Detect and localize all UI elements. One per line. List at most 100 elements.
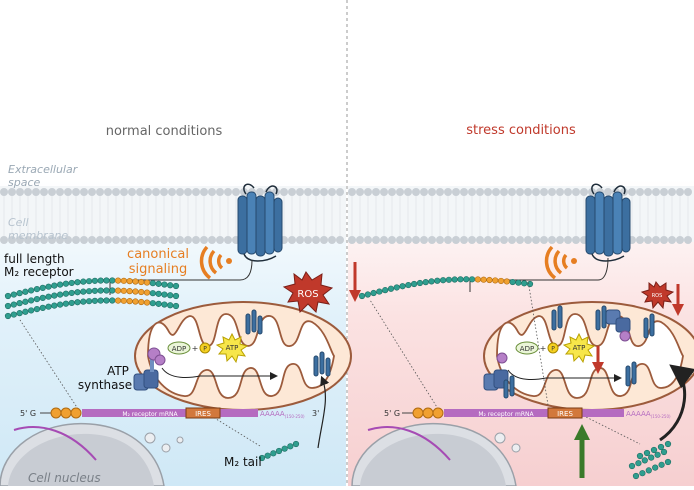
rna-strand-right xyxy=(367,426,451,461)
polya-right: AAAAA(150-250) xyxy=(626,410,671,419)
lipid-head xyxy=(468,188,476,196)
amino-acid-bead xyxy=(10,291,17,298)
peptide-chains-left xyxy=(4,277,180,320)
polya-left: AAAAA(150-250) xyxy=(260,410,305,419)
m2-tail-chain-left xyxy=(258,440,300,462)
lipid-head xyxy=(192,236,200,244)
lipid-head xyxy=(476,188,484,196)
amino-acid-bead xyxy=(258,454,266,462)
lipid-head xyxy=(484,236,492,244)
amino-acid-bead xyxy=(138,288,145,296)
amino-acid-bead xyxy=(370,289,377,297)
right-panel-title: stress conditions xyxy=(466,123,576,138)
amino-acid-bead xyxy=(468,276,476,283)
lipid-head xyxy=(104,236,112,244)
amino-acid-bead xyxy=(660,448,668,456)
amino-acid-bead xyxy=(62,280,70,287)
adp-label-left: ADP xyxy=(172,345,186,353)
m2-receptor-left-icon xyxy=(237,183,283,262)
lipid-head xyxy=(484,188,492,196)
amino-acid-bead xyxy=(387,285,395,292)
m2-tail-inserted-left-1-icon xyxy=(245,309,263,335)
amino-acid-bead xyxy=(149,290,156,297)
lipid-head xyxy=(24,188,32,196)
amino-acid-bead xyxy=(126,278,133,285)
lipid-head xyxy=(200,236,208,244)
amino-acid-bead xyxy=(74,289,81,296)
amino-acid-bead xyxy=(114,277,122,284)
amino-acid-bead xyxy=(167,292,174,299)
lipid-head xyxy=(24,236,32,244)
lipid-head xyxy=(508,188,516,196)
amino-acid-bead xyxy=(86,278,93,285)
lipid-head xyxy=(320,236,328,244)
amino-acid-bead xyxy=(521,280,528,287)
amino-acid-bead xyxy=(22,308,29,315)
five-prime-left: 5' G xyxy=(20,409,36,418)
amino-acid-bead xyxy=(97,277,104,284)
amino-acid-bead xyxy=(33,296,41,303)
lipid-head xyxy=(428,188,436,196)
lipid-head xyxy=(112,236,120,244)
canonical-signaling-label: canonical xyxy=(127,247,189,262)
amino-acid-bead xyxy=(515,279,522,286)
ros-burst-right-icon xyxy=(640,281,675,310)
lipid-head xyxy=(8,188,16,196)
lipid-head xyxy=(516,236,524,244)
m2-tail-chains-right xyxy=(628,440,672,480)
lipid-head xyxy=(104,188,112,196)
lipid-head xyxy=(532,188,540,196)
lipid-head xyxy=(312,236,320,244)
amino-acid-bead xyxy=(57,281,64,288)
dotted-guide-left-1 xyxy=(19,319,81,413)
mrna-label-right: M₂ receptor mRNA xyxy=(478,411,534,418)
amino-acid-bead xyxy=(86,288,93,295)
phosphate-left-icon xyxy=(199,342,211,354)
adp-label-right: ADP xyxy=(520,345,534,353)
signal-waves-right-icon xyxy=(544,245,577,280)
mrna-label-left: M₂ receptor mRNA xyxy=(122,411,178,418)
amino-acid-bead xyxy=(643,449,651,457)
m2-tail-arrow-left xyxy=(317,375,330,449)
lipid-head xyxy=(176,188,184,196)
amino-acid-bead xyxy=(103,277,110,284)
amino-acid-bead xyxy=(292,440,300,448)
lipid-head xyxy=(380,236,388,244)
amino-acid-bead xyxy=(486,276,493,284)
dotted-guide-right-2 xyxy=(527,279,549,406)
amino-acid-bead xyxy=(114,297,122,304)
lipid-head xyxy=(364,236,372,244)
lipid-head xyxy=(380,188,388,196)
lipid-head xyxy=(216,236,224,244)
amino-acid-bead xyxy=(664,458,672,466)
atp-synthase-label: ATP xyxy=(107,364,129,378)
amino-acid-bead xyxy=(91,287,98,294)
lipid-head xyxy=(388,188,396,196)
three-prime-left: 3' xyxy=(312,409,319,418)
lipid-head xyxy=(460,236,468,244)
lipid-head xyxy=(288,236,296,244)
membrane-label-line2: membrane xyxy=(8,229,68,242)
dotted-guide-right-3 xyxy=(579,413,641,445)
amino-acid-bead xyxy=(80,278,87,285)
amino-acid-bead xyxy=(16,300,23,307)
amino-acid-bead xyxy=(132,288,139,295)
amino-acid-bead xyxy=(22,298,29,305)
amino-acid-bead xyxy=(457,276,464,283)
amino-acid-bead xyxy=(434,277,441,284)
lipid-head xyxy=(412,236,420,244)
amino-acid-bead xyxy=(155,280,162,287)
amino-acid-bead xyxy=(39,294,46,301)
phosphate-right-icon xyxy=(547,342,559,354)
canonical-signaling-label-line2: signaling xyxy=(129,262,188,277)
amino-acid-bead xyxy=(658,461,665,468)
lipid-head xyxy=(396,188,404,196)
lipid-head xyxy=(136,188,144,196)
lipid-head xyxy=(328,236,336,244)
lipid-head xyxy=(460,188,468,196)
atp-burst-right-icon xyxy=(562,332,596,364)
amino-acid-bead xyxy=(68,289,75,297)
lipid-head xyxy=(320,188,328,196)
lipid-head xyxy=(224,236,232,244)
